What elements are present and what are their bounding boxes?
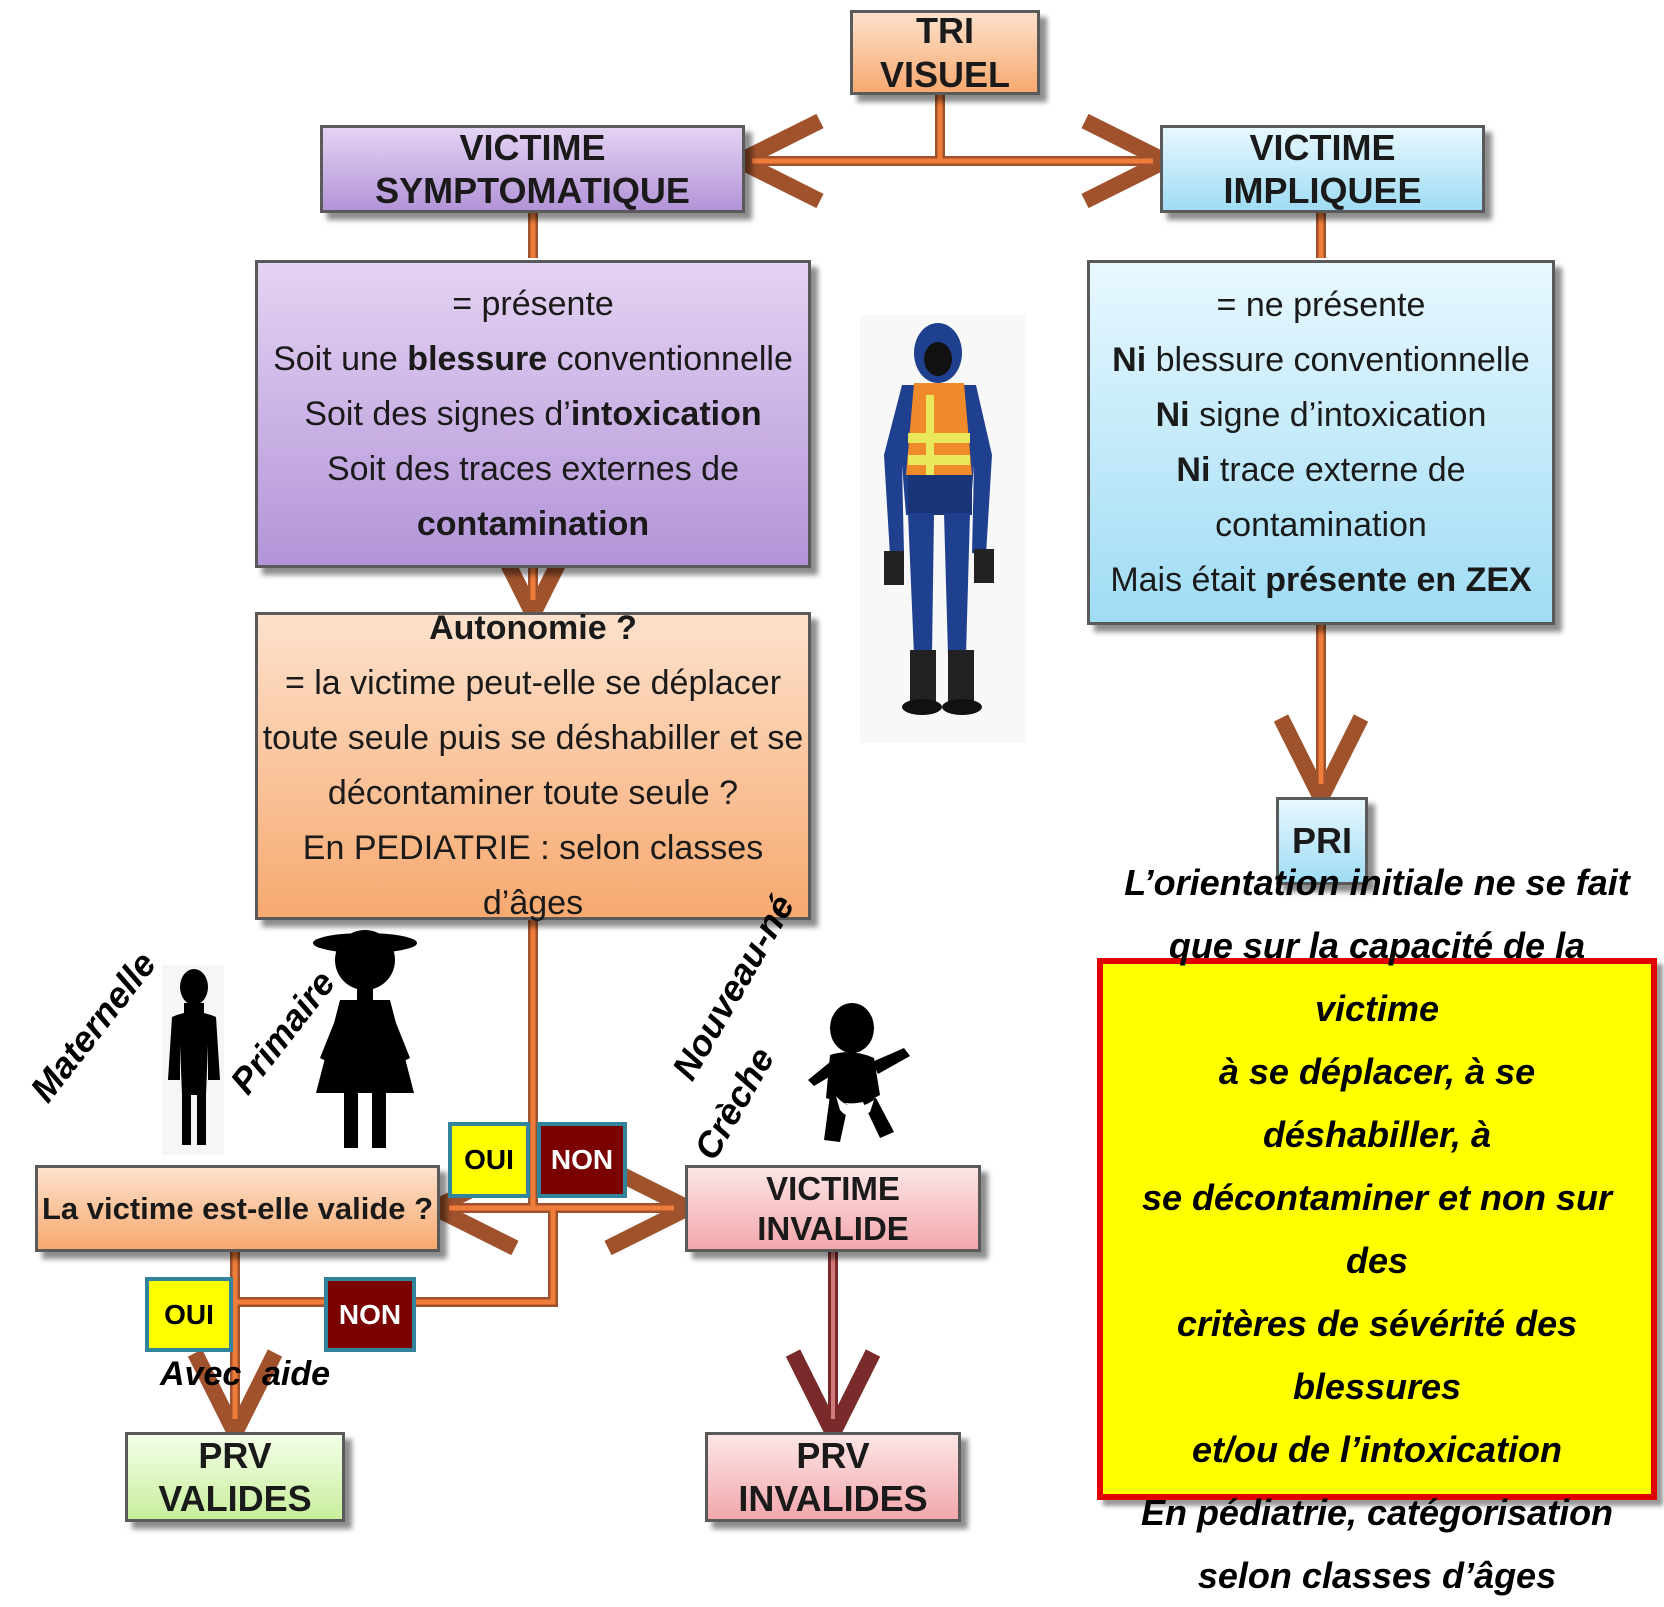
note-line-7: En pédiatrie, catégorisation [1140,1492,1614,1533]
autonomie-node: Autonomie ? = la victime peut-elle se dé… [255,609,811,922]
symptomatique-line-4: Soit des traces externes de [326,449,739,488]
autonomie-line-4: En PEDIATRIE : selon classes d’âges [302,829,764,922]
victime-symptomatique-node: VICTIME SYMPTOMATIQUE [320,125,745,213]
victime-symptomatique-label: VICTIME SYMPTOMATIQUE [375,126,690,211]
child-maternelle-silhouette [162,965,224,1155]
baby-silhouette [808,1003,910,1142]
tri-visuel-node: TRI VISUEL [850,10,1040,95]
prv-valides-label: PRV VALIDES [158,1434,312,1519]
symptomatique-line-2: Soit une blessure conventionnelle [273,339,793,378]
aide-label: aide [262,1355,331,1393]
victime-valide-label: La victime est-elle valide ? [41,1190,434,1226]
impliquee-line-1: = ne présente [1216,285,1426,324]
non-tag-valide: NON [324,1277,416,1352]
orientation-note: L’orientation initiale ne se fait que su… [1097,862,1657,1596]
impliquee-line-2: Ni blessure conventionnelle [1112,340,1530,379]
victime-invalide-label: VICTIME INVALIDE [757,1169,909,1247]
symptomatique-line-5: contamination [416,504,650,543]
child-primaire-silhouette [313,930,417,1148]
symptomatique-detail-node: = présente Soit une blessure conventionn… [255,260,811,568]
oui-tag-autonomie: OUI [448,1122,530,1198]
pri-label: PRI [1291,820,1352,862]
pri-node: PRI [1276,797,1368,885]
avec-label: Avec [160,1355,242,1393]
autonomie-line-3: décontaminer toute seule ? [327,774,739,812]
autonomie-line-1: = la victime peut-elle se déplacer [284,664,782,702]
note-line-5: critères de sévérité des blessures [1176,1303,1578,1407]
non-tag-autonomie: NON [537,1122,627,1198]
autonomie-title: Autonomie ? [429,609,637,647]
note-line-3: à se déplacer, à se déshabiller, à [1218,1051,1536,1155]
note-line-8: selon classes d’âges [1197,1555,1557,1596]
symptomatique-line-1: = présente [452,284,614,323]
impliquee-detail-node: = ne présente Ni blessure conventionnell… [1087,260,1555,625]
symptomatique-line-3: Soit des signes d’intoxication [304,394,762,433]
oui-tag-valide: OUI [145,1277,233,1352]
impliquee-line-5: contamination [1215,505,1427,544]
prv-valides-node: PRV VALIDES [125,1432,345,1522]
note-line-1: L’orientation initiale ne se fait [1124,862,1630,903]
impliquee-line-6: Mais était présente en ZEX [1110,560,1532,599]
victime-impliquee-label: VICTIME IMPLIQUEE [1223,126,1422,211]
victime-impliquee-node: VICTIME IMPLIQUEE [1160,125,1485,213]
impliquee-line-4: Ni trace externe de [1176,450,1466,489]
prv-invalides-label: PRV INVALIDES [738,1434,928,1519]
note-line-6: et/ou de l’intoxication [1191,1429,1563,1470]
victime-valide-node: La victime est-elle valide ? [35,1165,440,1252]
hazmat-suit-person-image [860,315,1025,743]
note-line-4: se décontaminer et non sur des [1141,1177,1613,1281]
autonomie-line-2: toute seule puis se déshabiller et se [262,719,804,757]
tri-visuel-label: TRI VISUEL [879,10,1011,95]
note-line-2: que sur la capacité de la victime [1168,925,1586,1029]
impliquee-line-3: Ni signe d’intoxication [1155,395,1487,434]
prv-invalides-node: PRV INVALIDES [705,1432,961,1522]
victime-invalide-node: VICTIME INVALIDE [685,1165,981,1252]
